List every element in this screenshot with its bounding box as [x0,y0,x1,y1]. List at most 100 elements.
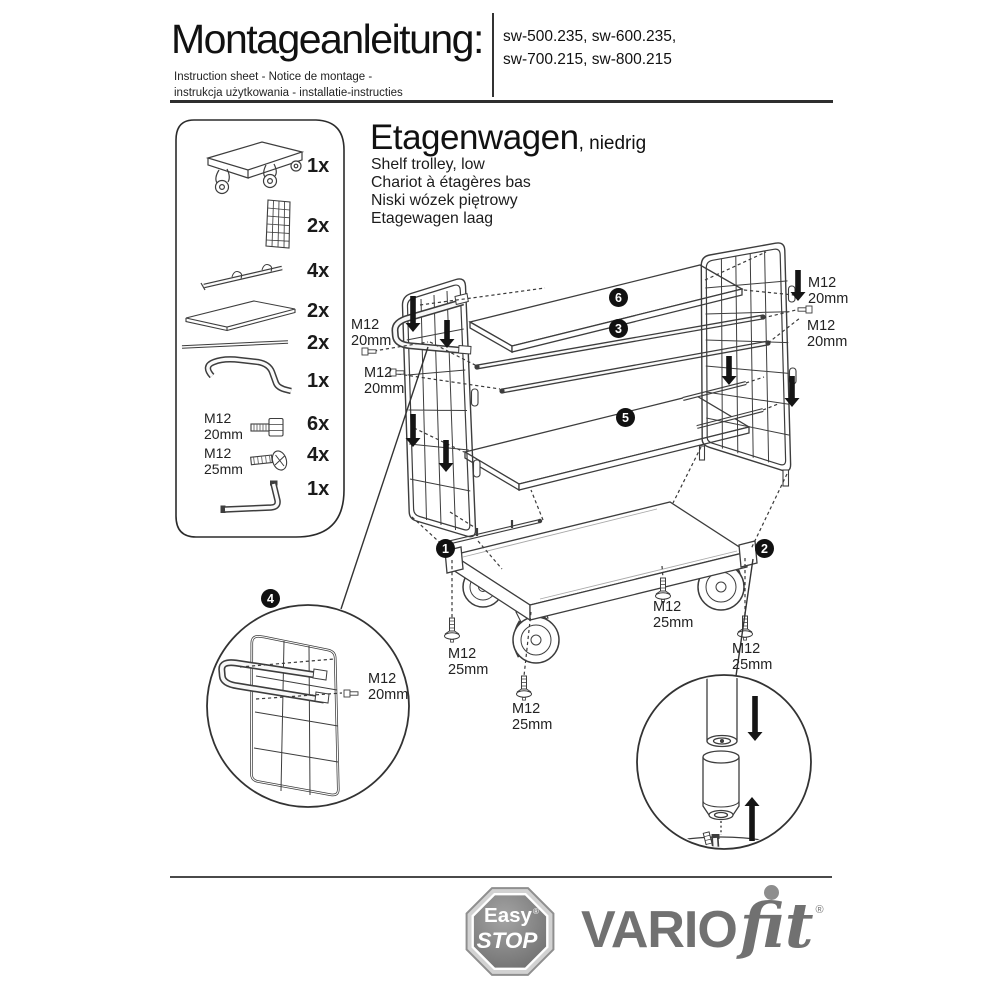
dashed-guides [373,251,801,677]
size-25mm: 25mm [204,460,243,477]
callout-4: 4 [261,589,280,608]
top-shelf [468,264,744,354]
easystop-logo: Easy ® STOP [465,887,555,976]
part-size-countersunk-screw: M12 25mm [204,445,243,477]
arrow-down-icon [747,696,763,741]
subtitle-line-2: instrukcja użytkowania - installatie-ins… [174,86,403,99]
middle-shelf [463,394,751,492]
bolt-m12-20 [389,368,405,377]
sku-line-1: sw-500.235, sw-600.235, [503,28,677,45]
variofit-dot-icon [764,885,779,900]
part-icon-hex-bolt [250,417,284,437]
callout-2: 2 [755,539,774,558]
part-icon-mesh-panel [265,199,291,249]
sku-line-2: sw-700.215, sw-800.215 [503,51,672,68]
size-20mm: 20mm [204,425,243,442]
easystop-reg: ® [533,907,539,916]
part-icon-platform-trolley [205,141,305,195]
arrow-down-icon [439,320,455,348]
arrow-down-icon [438,440,454,472]
base-platform [444,501,758,622]
product-subtitle-en: Shelf trolley, low [371,156,485,173]
assembly-arrows [405,270,806,472]
allen-key [647,834,721,847]
part-icon-round-tube [181,340,289,349]
easystop-word1: Easy [484,904,532,927]
arrow-down-icon [405,414,421,447]
shelf-support-rails-right [682,381,764,429]
part-qty-round-tube: 2x [307,332,330,354]
product-name-suffix: , niedrig [578,133,647,154]
part-size-hex-bolt: M12 20mm [204,410,243,442]
parts-panel-outline [175,119,345,538]
callout-3: 3 [609,319,628,338]
variofit-word1: VARIO [581,901,738,959]
screw-m12-25 [737,615,753,641]
screw-m12-25 [655,577,671,603]
part-icon-shelf-board [185,300,296,332]
header-rule [170,100,833,103]
product-subtitle-nl: Etagewagen laag [371,210,494,227]
part-qty-countersunk-screw: 4x [307,444,330,466]
bolt-m12-20 [343,689,359,698]
bolt-m12-20 [361,347,377,356]
arrow-down-icon [784,376,800,407]
variofit-word2: fit [739,889,814,962]
arrow-down-icon [405,296,421,332]
left-mesh-panel [401,278,481,538]
product-subtitle-fr: Chariot à étagères bas [371,174,531,191]
trolley-diagram [340,242,813,701]
header-divider [492,13,494,97]
part-qty-mesh-panel: 2x [307,215,330,237]
variofit-reg: ® [815,904,824,916]
part-icon-push-handle [204,356,292,395]
bolt-m12-20 [797,305,813,314]
bolts [361,305,813,377]
assembly-arrows-detail [744,696,763,841]
detail-circle-panel [206,604,410,808]
arrow-up-icon [744,797,760,841]
leader-lines [340,346,754,677]
insert-sleeve [702,750,740,821]
part-qty-shelf-rail: 4x [307,260,330,282]
size-m12: M12 [204,445,232,461]
variofit-logo: VARIO fit ® [581,889,824,962]
product-name: Etagenwagen [370,118,579,157]
part-qty-push-handle: 1x [307,370,330,392]
product-title: Etagenwagen, niedrig [370,118,646,158]
part-icon-countersunk-screw [250,450,288,471]
callout-5: 5 [616,408,635,427]
subtitle-line-1: Instruction sheet - Notice de montage - [174,71,373,83]
part-icon-allen-key [220,480,281,513]
product-subtitle-pl: Niski wózek piętrowy [371,192,518,209]
part-qty-platform: 1x [307,155,330,177]
part-qty-shelf-board: 2x [307,300,330,322]
footer-rule [170,876,832,879]
screw-m12-25 [516,675,532,701]
frame-tube [706,677,738,748]
arrow-down-icon [721,356,737,385]
part-qty-allen-key: 1x [307,478,330,500]
part-qty-hex-bolt: 6x [307,413,330,435]
part-icon-shelf-rail [200,264,283,291]
callout-1: 1 [436,539,455,558]
screw-m12-25 [444,617,460,643]
callout-6: 6 [609,288,628,307]
push-handle-mounted [391,292,472,355]
arrow-down-icon [790,270,806,301]
octagon-inner [471,893,549,970]
size-m12: M12 [204,410,232,426]
detail-circle-caster [636,674,812,850]
page-title: Montageanleitung: [171,16,484,62]
